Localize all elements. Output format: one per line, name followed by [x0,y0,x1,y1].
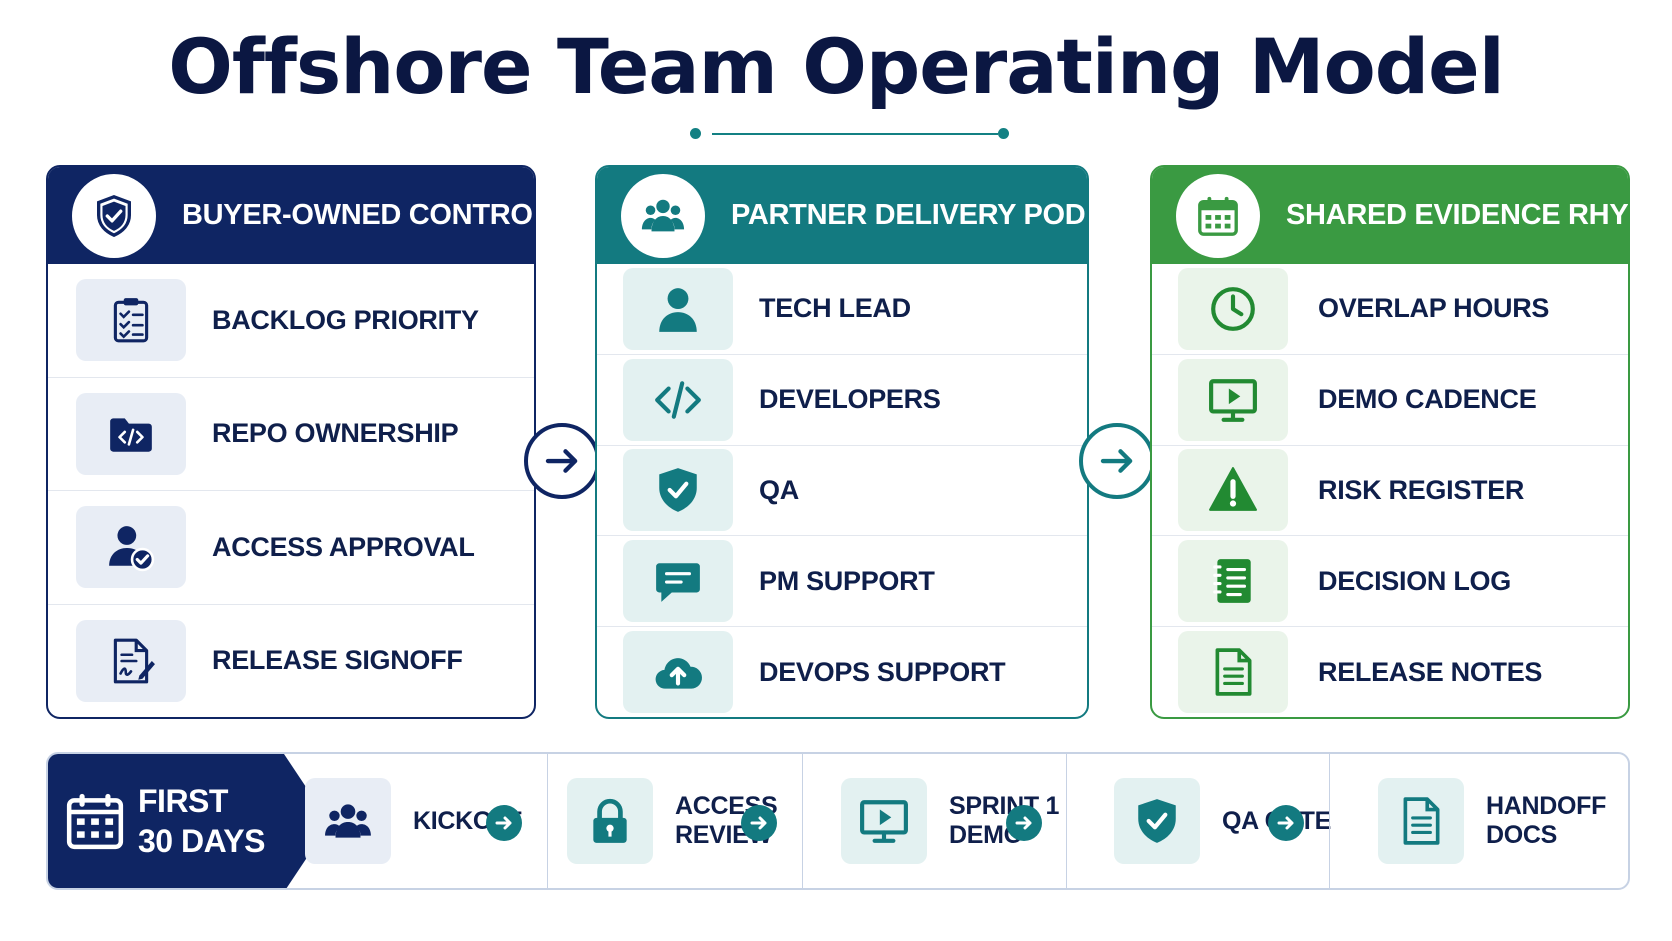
item-label: DECISION LOG [1318,565,1511,596]
list-item: OVERLAP HOURS [1152,264,1628,354]
team-icon [305,778,391,864]
notebook-icon [1178,540,1288,623]
page-title: Offshore Team Operating Model [168,22,1505,111]
item-label: DEVOPS SUPPORT [759,656,1006,687]
step-divider [1329,754,1330,888]
list-item: QA [597,444,1087,536]
timeline-step-kickoff: KICKOFF [305,754,522,888]
panel-buyer-owned-controls: BUYER-OWNED CONTROLS BACKLOG PRIORITY RE… [46,165,536,719]
panel-shared-evidence-rhythm: SHARED EVIDENCE RHYTHM OVERLAP HOURS DEM… [1150,165,1630,719]
item-label: DEMO CADENCE [1318,384,1537,415]
timeline-start-label: FIRST 30 DAYS [138,783,265,859]
list-item: RELEASE SIGNOFF [48,603,534,718]
item-label: RELEASE NOTES [1318,656,1543,687]
panel-header: SHARED EVIDENCE RHYTHM [1152,167,1628,264]
user-check-icon [76,506,186,589]
divider-dot-right [998,128,1009,139]
checklist-icon [76,279,186,362]
code-icon [623,358,733,441]
list-item: RELEASE NOTES [1152,626,1628,717]
list-item: DEVELOPERS [597,353,1087,445]
list-item: DECISION LOG [1152,535,1628,626]
monitor-play-icon [1178,358,1288,441]
list-item: TECH LEAD [597,264,1087,354]
panel-partner-delivery-pod: PARTNER DELIVERY POD TECH LEAD DEVELOPER… [595,165,1089,719]
item-label: TECH LEAD [759,293,911,324]
item-label: BACKLOG PRIORITY [212,304,479,335]
monitor-play-icon [841,778,927,864]
list-item: PM SUPPORT [597,535,1087,626]
arrow-right-icon [1079,423,1155,499]
calendar-icon [66,793,124,850]
code-folder-icon [76,392,186,475]
document-icon [1378,778,1464,864]
calendar-icon [1176,173,1260,258]
arrow-right-icon [1006,805,1042,841]
item-label: OVERLAP HOURS [1318,293,1550,324]
divider-dot-left [690,128,701,139]
divider-line [712,133,998,135]
document-signature-icon [76,619,186,702]
shield-check-icon [72,173,156,258]
item-label: DEVELOPERS [759,384,941,415]
panel-header: PARTNER DELIVERY POD [597,167,1087,264]
list-item: DEMO CADENCE [1152,353,1628,445]
panel-title: SHARED EVIDENCE RHYTHM [1286,199,1629,231]
step-divider [1066,754,1067,888]
step-divider [802,754,803,888]
list-item: RISK REGISTER [1152,444,1628,536]
panel-header: BUYER-OWNED CONTROLS [48,167,534,264]
shield-check-icon [623,449,733,532]
item-label: PM SUPPORT [759,565,935,596]
panel-title: PARTNER DELIVERY POD [731,199,1086,231]
team-icon [621,173,705,258]
list-item: DEVOPS SUPPORT [597,626,1087,717]
item-label: RELEASE SIGNOFF [212,645,463,676]
person-icon [623,267,733,350]
panel-title: BUYER-OWNED CONTROLS [182,199,536,231]
item-label: RISK REGISTER [1318,474,1525,505]
arrow-right-icon [524,423,600,499]
cloud-upload-icon [623,631,733,714]
item-label: REPO OWNERSHIP [212,418,459,449]
shield-check-icon [1114,778,1200,864]
lock-icon [567,778,653,864]
arrow-right-icon [486,805,522,841]
title-divider [690,127,1020,139]
list-item: BACKLOG PRIORITY [48,264,534,377]
step-divider [547,754,548,888]
arrow-right-icon [1268,805,1304,841]
list-item: ACCESS APPROVAL [48,490,534,604]
warning-icon [1178,449,1288,532]
document-icon [1178,631,1288,714]
arrow-right-icon [741,805,777,841]
chat-icon [623,540,733,623]
item-label: ACCESS APPROVAL [212,531,475,562]
clock-icon [1178,267,1288,350]
item-label: QA [759,474,799,505]
list-item: REPO OWNERSHIP [48,376,534,491]
timeline-start: FIRST 30 DAYS [48,754,284,888]
